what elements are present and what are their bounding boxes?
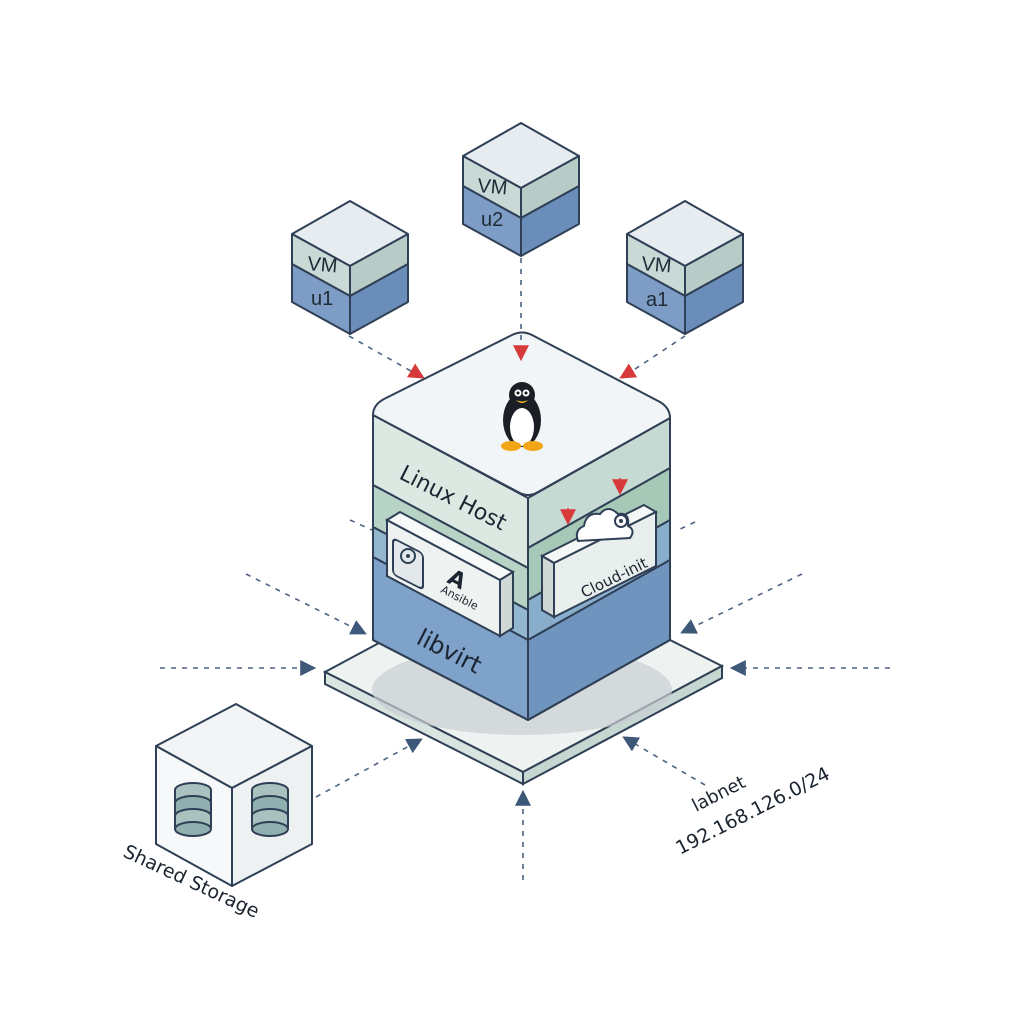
vm-a1-title: VM [641,253,673,278]
vm-u1-title: VM [307,253,339,278]
vm-cube-u1[interactable] [291,200,409,335]
vm-host-arrowheads [406,345,638,379]
disk-icon [392,538,424,590]
vm-u1-name: u1 [311,288,333,310]
database-icon [174,782,212,837]
cloudinit-arrows [560,478,628,526]
database-icon-2 [251,782,289,837]
vm-u2-title: VM [477,175,509,200]
vm-u2-name: u2 [481,209,503,231]
tux-penguin-icon [501,382,543,451]
cloud-gear-icon [575,508,634,543]
vm-a1-name: a1 [646,289,668,311]
vm-cube-u2[interactable] [462,122,580,257]
vm-cube-a1[interactable] [626,200,744,335]
network-connections [160,519,890,880]
